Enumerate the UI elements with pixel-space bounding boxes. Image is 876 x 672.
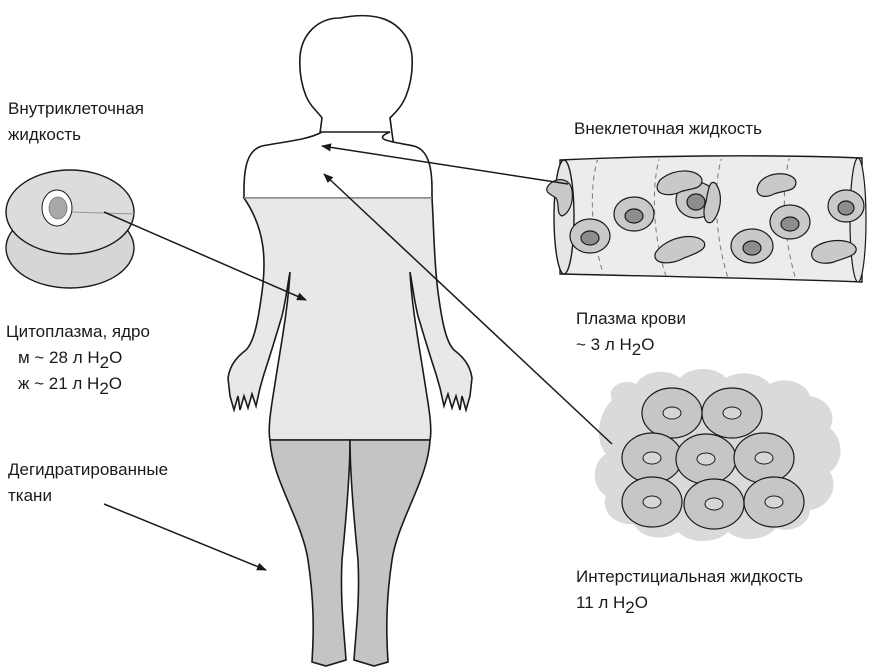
- label-male-volume: м ~ 28 л Н2О: [18, 348, 122, 372]
- intracellular-cell-illustration: [6, 170, 134, 288]
- cell-nucleus: [49, 197, 67, 219]
- label-dehydrated-line2: ткани: [8, 486, 52, 505]
- label-interstitial-title: Интерстициальная жидкость: [576, 567, 803, 586]
- interstitial-tissue-illustration: [595, 369, 841, 541]
- label-plasma-volume: ~ 3 л Н2О: [576, 335, 654, 359]
- label-extracellular: Внеклеточная жидкость: [574, 119, 762, 138]
- label-plasma-title: Плазма крови: [576, 309, 686, 328]
- label-interstitial-volume: 11 л Н2О: [576, 593, 648, 617]
- human-body-figure: [228, 16, 472, 666]
- arrow-dehydrated-to-leg: [104, 504, 266, 570]
- label-cytoplasm-title: Цитоплазма, ядро: [6, 322, 150, 341]
- body-lower-torso: [228, 198, 472, 440]
- vessel-left-end: [554, 160, 574, 274]
- label-intracellular-line1: Внутриклеточная: [8, 99, 144, 118]
- label-intracellular-line2: жидкость: [8, 125, 81, 144]
- body-head: [300, 16, 412, 148]
- blood-vessel-illustration: [547, 156, 866, 282]
- body-left-leg: [270, 440, 350, 666]
- body-right-leg: [350, 440, 430, 666]
- label-female-volume: ж ~ 21 л Н2О: [18, 374, 122, 398]
- label-dehydrated-line1: Дегидратированные: [8, 460, 168, 479]
